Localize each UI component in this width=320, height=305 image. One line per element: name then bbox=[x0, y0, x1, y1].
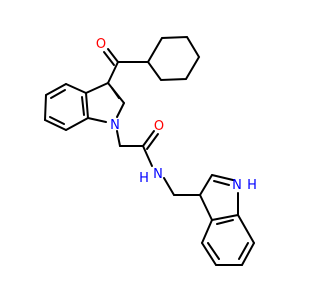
lower-benzene-bond-4-inner bbox=[238, 242, 249, 260]
lower-indole-nitrogen-label: N bbox=[232, 178, 242, 193]
benzene-bond-5 bbox=[65, 117, 89, 131]
cyclohexane-ring bbox=[146, 35, 201, 82]
pyrrole-bond-c2-n1 bbox=[116, 102, 125, 118]
n1-ch2-bond bbox=[116, 130, 121, 147]
lower-indole-hydrogen-label: H bbox=[247, 178, 257, 193]
ketone-indole-bond bbox=[107, 61, 119, 84]
lower-benzene-bond-6-inner bbox=[216, 219, 234, 225]
benzene-bond-2-inner bbox=[50, 89, 66, 99]
lower-pyrrole-bond-a bbox=[199, 174, 213, 196]
amide-oxygen-label: O bbox=[154, 119, 164, 134]
amide-co-double-bond-b bbox=[146, 133, 159, 150]
ketone-co-double-bond-b bbox=[103, 51, 115, 66]
lower-pyrrole-bond-e bbox=[199, 194, 213, 221]
amide-co-double-bond-a bbox=[142, 130, 155, 147]
benzene-bond-4-inner bbox=[49, 116, 65, 125]
benzene-bond-1 bbox=[65, 83, 87, 94]
lower-benzene-bond-1 bbox=[201, 219, 213, 244]
lower-pyrrole-bond-d bbox=[211, 214, 239, 221]
benzene-bond-4 bbox=[44, 119, 67, 131]
amide-hydrogen-label: H bbox=[139, 171, 149, 186]
amide-n-ch2-bond bbox=[163, 177, 175, 196]
lower-benzene-bond-2 bbox=[201, 242, 217, 266]
ketone-oxygen-label: O bbox=[96, 37, 106, 52]
pyrrole-bond-c3a-c3 bbox=[85, 82, 109, 94]
benzene-bond-3 bbox=[44, 94, 47, 121]
lower-pyrrole-bond-b-inner bbox=[213, 180, 230, 186]
amide-nitrogen-label: N bbox=[153, 167, 163, 182]
lower-pyrrole-bond-b bbox=[211, 174, 234, 181]
pyrrole-bond-c7a-c3a bbox=[85, 92, 89, 119]
structure-canvas: O N O H N N H bbox=[44, 35, 257, 266]
lower-benzene-bond-2-inner bbox=[207, 242, 220, 260]
lower-benzene-bond-4 bbox=[241, 242, 255, 266]
benzene-bond-6-inner bbox=[81, 96, 85, 116]
pyrrole-bond-c3-c2-inner bbox=[111, 87, 120, 99]
benzene-bond-2 bbox=[45, 83, 67, 96]
ketone-co-double-bond-a bbox=[107, 48, 119, 63]
bond-layer bbox=[44, 35, 255, 266]
pyrrole-bond-n1-c7a bbox=[87, 117, 107, 123]
carbonyl-amide-n-bond bbox=[142, 145, 153, 167]
molecule-drawing: O N O H N N H bbox=[44, 35, 257, 266]
indole-nitrogen-label: N bbox=[110, 118, 120, 133]
lower-benzene-bond-5 bbox=[237, 214, 255, 244]
